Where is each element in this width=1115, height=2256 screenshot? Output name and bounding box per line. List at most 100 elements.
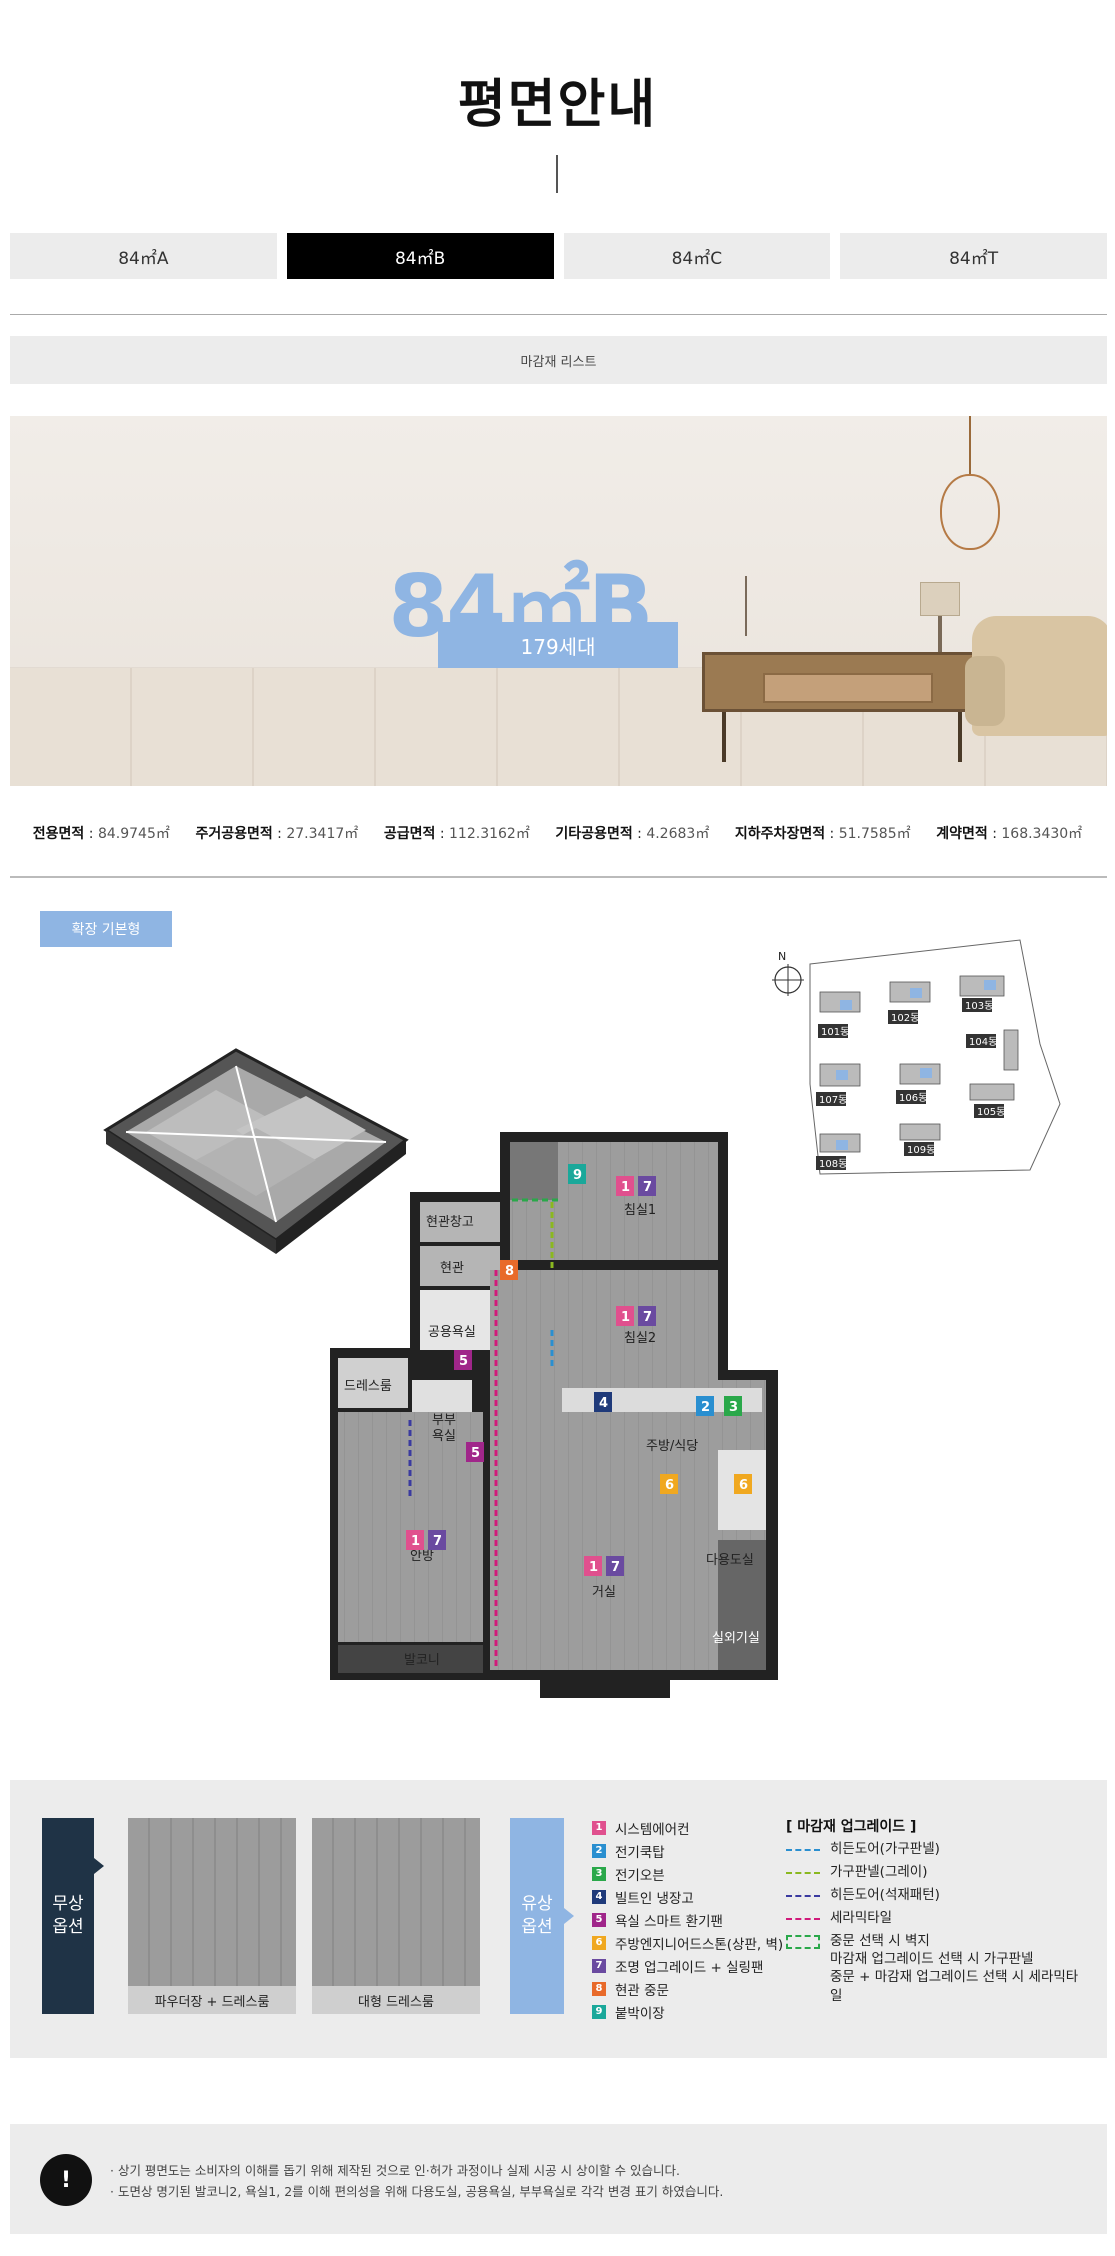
upgrade-item: 세라믹타일 — [786, 1909, 1086, 1932]
vase-branches — [745, 576, 761, 636]
option-number: 8 — [592, 1981, 606, 1996]
option-label: 조명 업그레이드 + 실링팬 — [615, 1959, 764, 1976]
room-label-shared-bath: 공용욕실 — [428, 1325, 476, 1340]
pendant-wire — [969, 416, 971, 476]
room-label-master-bath: 욕실 — [432, 1429, 456, 1444]
upgrade-label: 마감재 업그레이드 선택 시 가구판넬 — [830, 1951, 1034, 1968]
tab-84b[interactable]: 84㎡B — [286, 233, 554, 279]
upgrade-label: 히든도어(가구판넬) — [830, 1841, 940, 1857]
dashed-box-icon — [786, 1935, 820, 1949]
site-plan: N 101동 102동 103동 104동 105동 106동 107동 108… — [772, 939, 1061, 1175]
table-lamp-stem — [938, 616, 942, 652]
compass-label: N — [778, 950, 786, 963]
room-label-entrance-storage: 현관창고 — [426, 1215, 474, 1230]
option-plan-image — [128, 1818, 296, 1986]
upgrade-item-door: 중문 선택 시 벽지 마감재 업그레이드 선택 시 가구판넬 중문 + 마감재 … — [786, 1932, 1086, 2005]
option-badge-9: 9 — [573, 1168, 582, 1183]
upgrade-label: 중문 선택 시 벽지 — [830, 1933, 930, 1949]
area-supply: 공급면적 : 112.3162㎡ — [383, 826, 530, 842]
room-label-living: 거실 — [592, 1585, 616, 1600]
upgrade-item: 가구판넬(그레이) — [786, 1863, 1086, 1886]
households-badge: 179세대 — [438, 622, 678, 668]
option-label: 주방엔지니어드스톤(상판, 벽) — [615, 1936, 784, 1953]
room-label-entrance: 현관 — [440, 1261, 464, 1276]
option-badge-7: 7 — [643, 1310, 652, 1325]
area-other-common: 기타공용면적 : 4.2683㎡ — [555, 826, 710, 842]
room-label-balcony: 발코니 — [404, 1653, 440, 1668]
building-label: 109동 — [907, 1144, 935, 1156]
option-label: 시스템에어컨 — [615, 1821, 690, 1838]
room-label-dressroom: 드레스룸 — [344, 1379, 392, 1394]
free-option-card[interactable]: 대형 드레스룸 — [312, 1818, 480, 2014]
title-divider — [556, 155, 558, 193]
upgrade-item: 히든도어(석재패턴) — [786, 1886, 1086, 1909]
room-label-kitchen: 주방/식당 — [646, 1439, 698, 1454]
option-plan-image — [312, 1818, 480, 1986]
upgrade-label: 중문 + 마감재 업그레이드 선택 시 세라믹타일 — [830, 1969, 1079, 2004]
option-label: 전기오븐 — [615, 1867, 665, 1884]
area-summary: 전용면적 : 84.9745㎡ 주거공용면적 : 27.3417㎡ 공급면적 :… — [0, 818, 1115, 848]
option-badge-7: 7 — [433, 1534, 442, 1549]
building-label: 101동 — [821, 1026, 849, 1038]
option-number: 4 — [592, 1889, 606, 1904]
building-label: 108동 — [819, 1158, 847, 1170]
finish-upgrade-legend: [ 마감재 업그레이드 ] 히든도어(가구판넬) 가구판넬(그레이) 히든도어(… — [786, 1816, 1086, 2005]
area-parking: 지하주차장면적 : 51.7585㎡ — [734, 826, 911, 842]
option-badge-4: 4 — [599, 1396, 608, 1411]
option-badge-2: 2 — [701, 1400, 710, 1415]
room-label-bedroom1: 침실1 — [624, 1203, 656, 1218]
plan-type-badge: 확장 기본형 — [40, 911, 172, 947]
notice-text: · 상기 평면도는 소비자의 이해를 돕기 위해 제작된 것으로 인·허가 과정… — [110, 2160, 723, 2203]
sideboard — [702, 652, 982, 712]
dashed-line-icon — [786, 1849, 820, 1851]
option-badge-1: 1 — [589, 1560, 598, 1575]
option-badge-6: 6 — [739, 1478, 748, 1493]
notice-box: ! · 상기 평면도는 소비자의 이해를 돕기 위해 제작된 것으로 인·허가 … — [10, 2124, 1107, 2234]
sideboard-drawer — [763, 673, 933, 703]
upgrade-label: 세라믹타일 — [830, 1910, 893, 1926]
room-label-master-bath: 부부 — [432, 1413, 456, 1428]
option-number: 6 — [592, 1935, 606, 1950]
dashed-line-icon — [786, 1872, 820, 1874]
option-number: 9 — [592, 2004, 606, 2019]
room-label-master-bedroom: 안방 — [410, 1549, 434, 1564]
building-label: 104동 — [969, 1036, 997, 1048]
sideboard-leg — [958, 712, 962, 762]
option-badge-1: 1 — [411, 1534, 420, 1549]
option-badge-8: 8 — [505, 1264, 514, 1279]
tab-84c[interactable]: 84㎡C — [563, 233, 831, 279]
unit-tabs: 84㎡A 84㎡B 84㎡C 84㎡T — [10, 233, 1107, 279]
tab-84t[interactable]: 84㎡T — [840, 233, 1107, 279]
upgrade-title: [ 마감재 업그레이드 ] — [786, 1819, 917, 1835]
option-number: 5 — [592, 1912, 606, 1927]
option-badge-5: 5 — [471, 1446, 480, 1461]
tab-84a[interactable]: 84㎡A — [10, 233, 277, 279]
finish-list-button[interactable]: 마감재 리스트 — [10, 336, 1107, 384]
free-option-label-line: 옵션 — [52, 1917, 84, 1937]
notice-line: · 도면상 명기된 발코니2, 욕실1, 2를 이해 편의성을 위해 다용도실,… — [110, 2184, 724, 2200]
floor-plan: 침실1 침실2 현관창고 현관 공용욕실 드레스룸 부부 욕실 안방 주방/식당… — [330, 1132, 778, 1698]
free-option-card[interactable]: 파우더장 + 드레스룸 — [128, 1818, 296, 2014]
paid-option-item: 1 시스템에어컨 — [592, 1816, 792, 1839]
option-label: 현관 중문 — [615, 1982, 669, 1999]
option-badge-7: 7 — [611, 1560, 620, 1575]
page-title: 평면안내 — [457, 75, 658, 135]
option-label: 빌트인 냉장고 — [615, 1890, 694, 1907]
area-residential-common: 주거공용면적 : 27.3417㎡ — [195, 826, 359, 842]
paid-option-label-line: 유상 — [521, 1894, 553, 1915]
alert-icon: ! — [40, 2154, 92, 2206]
building-label: 105동 — [977, 1106, 1005, 1118]
paid-option-label-line: 옵션 — [521, 1917, 553, 1937]
dashed-line-icon — [786, 1918, 820, 1920]
room-label-outdoor-unit: 실외기실 — [712, 1631, 760, 1646]
option-label: 전기쿡탑 — [615, 1844, 665, 1861]
free-option-label-line: 무상 — [52, 1894, 84, 1915]
paid-option-label: 유상 옵션 — [510, 1818, 574, 2014]
option-number: 3 — [592, 1866, 606, 1881]
option-number: 1 — [592, 1820, 606, 1835]
room-label-bedroom2: 침실2 — [624, 1331, 656, 1346]
option-badge-1: 1 — [621, 1310, 630, 1325]
